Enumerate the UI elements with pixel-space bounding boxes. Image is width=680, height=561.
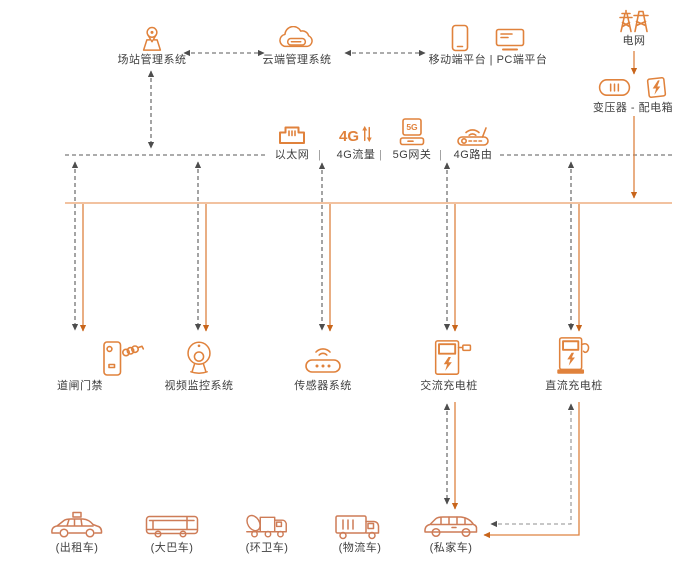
cloud-management-label: 云端管理系统: [262, 54, 332, 66]
video-surveillance-label: 视频监控系统: [164, 380, 234, 392]
pc-monitor-icon: [495, 28, 525, 51]
5g-gateway-label: 5G网关: [392, 149, 432, 161]
sensor-system-label: 传感器系统: [294, 380, 352, 392]
taxi-label: (出租车): [55, 542, 99, 554]
station-management-label: 场站管理系统: [117, 54, 187, 66]
ac-charging-pile-icon: [434, 340, 472, 375]
node-platforms: 移动端平台 | PC端平台: [418, 24, 558, 67]
node-sensor-system: 传感器系统: [268, 336, 378, 393]
power-link-dc-car: [483, 402, 580, 539]
map-pin-icon: [142, 26, 162, 51]
logistics-truck-icon: [335, 515, 380, 540]
dc-charger-label: 直流充电桩: [545, 380, 603, 392]
node-dc-charger: 直流充电桩: [519, 336, 629, 393]
transformer-label: 变压器 - 配电箱: [592, 102, 674, 114]
4g-traffic-label: 4G流量: [336, 149, 376, 161]
cloud-icon: [279, 26, 313, 48]
bus-label: (大巴车): [150, 542, 194, 554]
private-car-icon: [424, 516, 478, 538]
gate-access-label: 道闸门禁: [57, 380, 103, 392]
5g-gateway-icon-text: 5G: [406, 122, 418, 132]
node-gate-access: 道闸门禁: [25, 336, 145, 393]
power-grid-label: 电网: [622, 35, 646, 47]
5g-gateway-icon: 5G: [399, 118, 425, 146]
network-separator-2: |: [379, 149, 382, 161]
network-separator-1: |: [318, 149, 321, 161]
node-taxi: (出租车): [22, 509, 132, 555]
node-power-grid: 电网: [604, 5, 664, 48]
door-lock-icon: [103, 341, 145, 376]
4g-traffic-icon-text: 4G: [338, 128, 359, 145]
sanitation-truck-label: (环卫车): [245, 542, 289, 554]
platforms-label: 移动端平台 | PC端平台: [428, 54, 548, 66]
distribution-box-icon: [646, 77, 667, 98]
bus-icon: [145, 515, 199, 538]
node-bus: (大巴车): [117, 509, 227, 555]
logistics-truck-label: (物流车): [338, 542, 382, 554]
node-4g-traffic: 4G 4G流量: [324, 117, 388, 162]
node-4g-router: 4G路由: [441, 117, 505, 162]
ethernet-port-icon: [279, 126, 305, 144]
up-down-arrows-icon: [362, 125, 372, 143]
node-video-surveillance: 视频监控系统: [144, 336, 254, 393]
node-station-management: 场站管理系统: [97, 24, 207, 67]
ac-charger-label: 交流充电桩: [420, 380, 478, 392]
node-sanitation-truck: (环卫车): [212, 509, 322, 555]
node-logistics-truck: (物流车): [305, 509, 415, 555]
node-5g-gateway: 5G 5G网关: [380, 117, 444, 162]
sanitation-truck-icon: [246, 514, 287, 538]
4g-router-icon: [457, 127, 489, 146]
node-ac-charger: 交流充电桩: [394, 336, 504, 393]
transformer-icon: [598, 79, 631, 96]
sensor-icon: [305, 348, 341, 373]
ethernet-label: 以太网: [274, 149, 310, 161]
webcam-icon: [187, 341, 211, 374]
transmission-tower-icon: [619, 9, 649, 33]
mobile-phone-icon: [451, 24, 469, 52]
network-separator-3: |: [439, 149, 442, 161]
private-car-label: (私家车): [429, 542, 473, 554]
4g-traffic-icon: 4G: [339, 124, 373, 147]
taxi-icon: [51, 511, 103, 538]
data-link-dc-car: [490, 403, 575, 528]
node-ethernet: 以太网: [260, 117, 324, 162]
dc-charging-pile-icon: [557, 337, 590, 374]
node-transformer: 变压器 - 配电箱: [583, 74, 680, 115]
4g-router-label: 4G路由: [453, 149, 493, 161]
node-cloud-management: 云端管理系统: [242, 26, 352, 67]
node-private-car: (私家车): [396, 509, 506, 555]
